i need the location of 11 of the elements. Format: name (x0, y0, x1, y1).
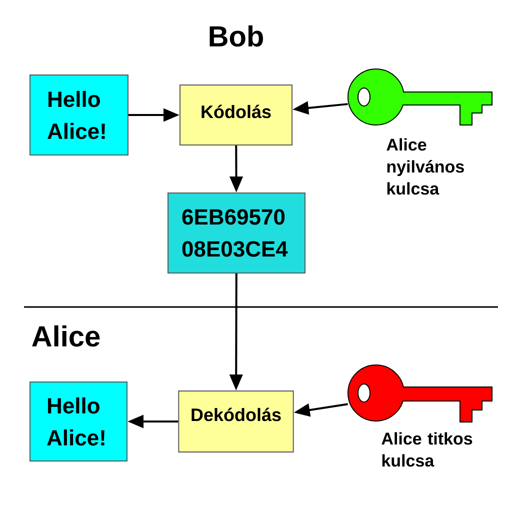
section-label: Bob (210, 25, 263, 47)
key-drawing (348, 68, 492, 126)
section-label: Alice (32, 325, 100, 347)
key-drawing (348, 364, 492, 422)
key-caption: Alice nyilvános kulcsa (386, 138, 464, 195)
message-box: Hello Alice! (30, 74, 128, 156)
process-box: Dekódolás (178, 390, 294, 452)
message-box: Hello Alice! (30, 382, 128, 462)
process-box: Kódolás (180, 84, 292, 146)
key-caption: Alice titkos kulcsa (382, 432, 472, 467)
ciphertext-box: 6EB69570 08E03CE4 (168, 192, 306, 274)
